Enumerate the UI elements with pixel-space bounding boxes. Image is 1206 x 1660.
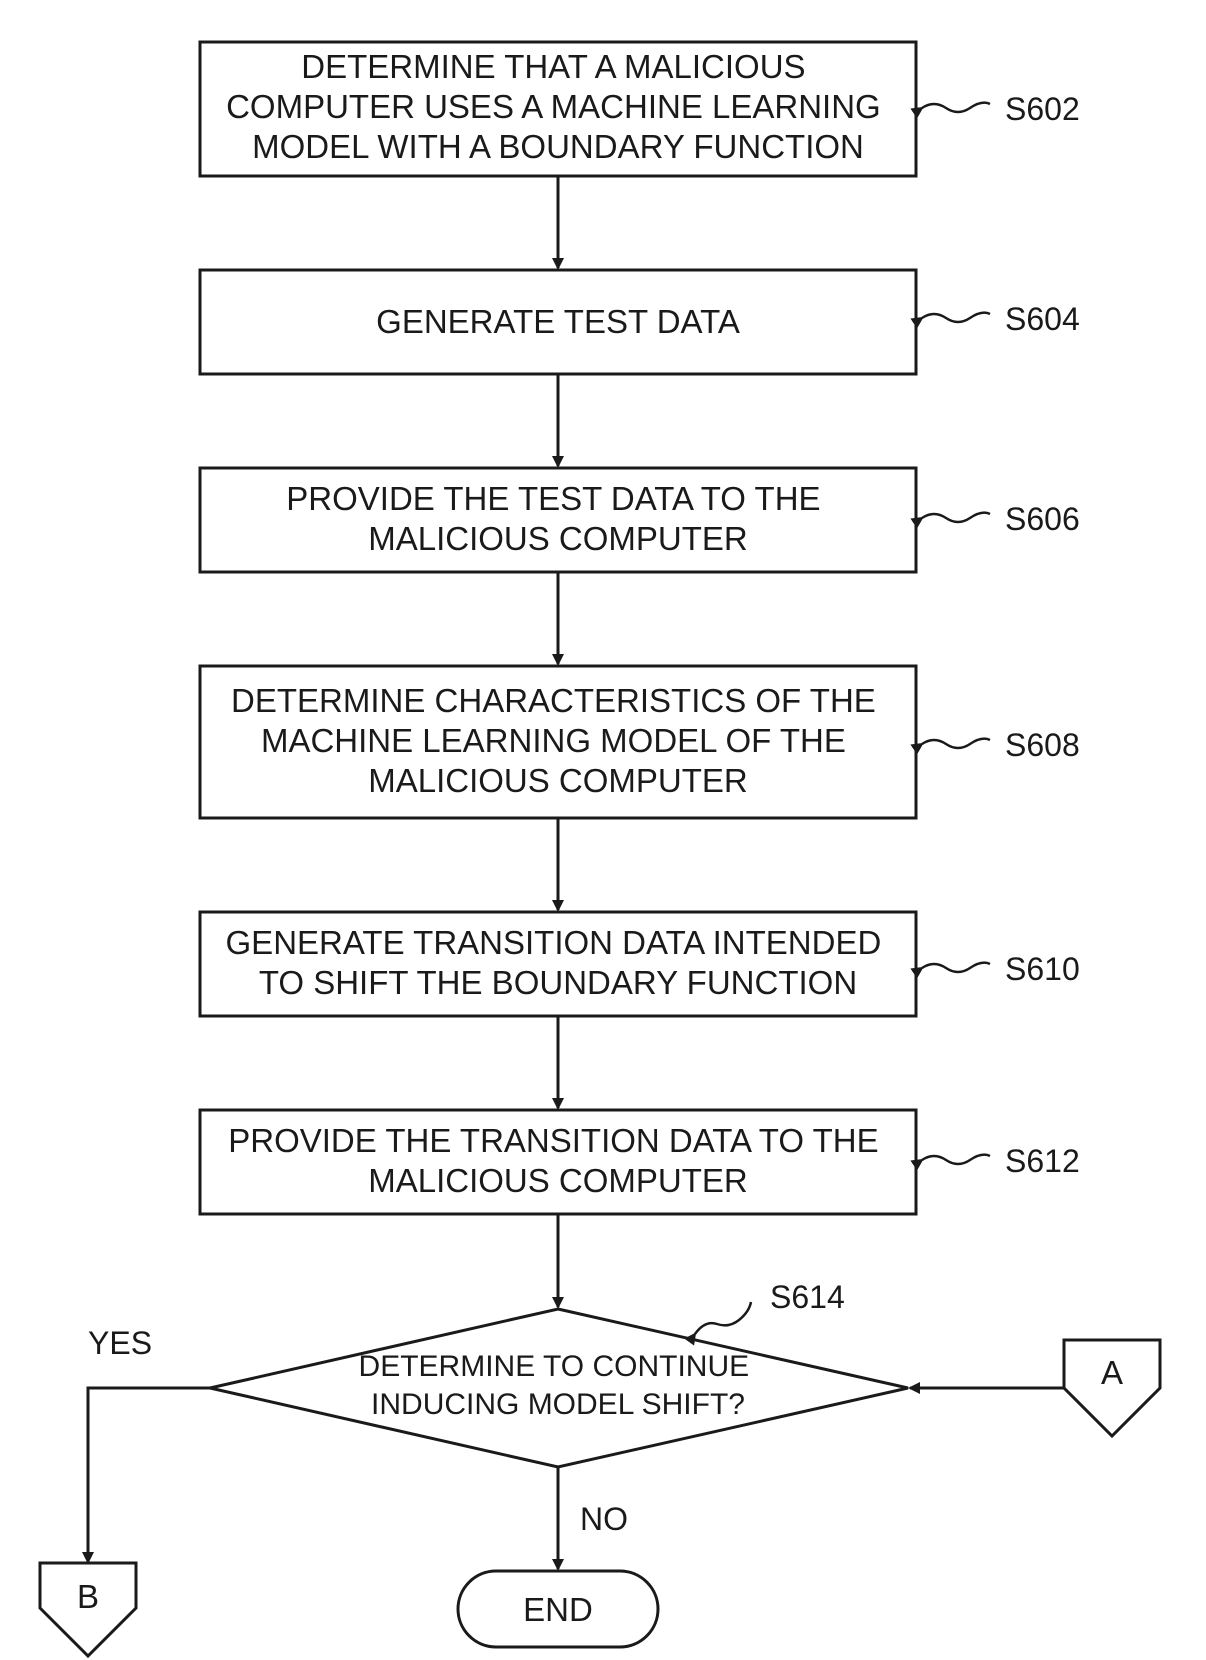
- decision-s614: DETERMINE TO CONTINUE INDUCING MODEL SHI…: [210, 1279, 908, 1467]
- step-s604-id: S604: [1005, 301, 1080, 337]
- decision-s614-id: S614: [770, 1279, 845, 1315]
- connector-b: B: [40, 1563, 136, 1656]
- step-s602-leader: [922, 103, 990, 112]
- step-s612-leader: [922, 1155, 990, 1164]
- connector-a: A: [1064, 1340, 1160, 1436]
- step-s608-leader: [922, 739, 990, 748]
- step-s608: DETERMINE CHARACTERISTICS OF THE MACHINE…: [200, 666, 1080, 818]
- step-s606-id: S606: [1005, 501, 1080, 537]
- step-s604: GENERATE TEST DATA S604: [200, 270, 1080, 374]
- step-s610-id: S610: [1005, 951, 1080, 987]
- connector-b-label: B: [77, 1578, 99, 1615]
- yes-label: YES: [88, 1325, 152, 1361]
- step-s604-leader: [922, 313, 990, 322]
- step-s606: PROVIDE THE TEST DATA TO THE MALICIOUS C…: [200, 468, 1080, 572]
- step-s602-text: DETERMINE THAT A MALICIOUS COMPUTER USES…: [226, 48, 890, 165]
- step-s612-id: S612: [1005, 1143, 1080, 1179]
- step-s602-id: S602: [1005, 91, 1080, 127]
- step-s610-leader: [922, 963, 990, 972]
- connector-a-label: A: [1101, 1354, 1123, 1391]
- step-s608-id: S608: [1005, 727, 1080, 763]
- step-s610: GENERATE TRANSITION DATA INTENDED TO SHI…: [200, 912, 1080, 1016]
- step-s604-text: GENERATE TEST DATA: [376, 303, 740, 340]
- no-label: NO: [580, 1501, 628, 1537]
- end-terminator: END: [458, 1571, 658, 1647]
- step-s606-leader: [922, 513, 990, 522]
- yes-branch-line: [88, 1388, 210, 1562]
- step-s612: PROVIDE THE TRANSITION DATA TO THE MALIC…: [200, 1110, 1080, 1214]
- end-label: END: [523, 1591, 593, 1628]
- step-s602: DETERMINE THAT A MALICIOUS COMPUTER USES…: [200, 42, 1080, 176]
- decision-s614-leader: [695, 1302, 751, 1334]
